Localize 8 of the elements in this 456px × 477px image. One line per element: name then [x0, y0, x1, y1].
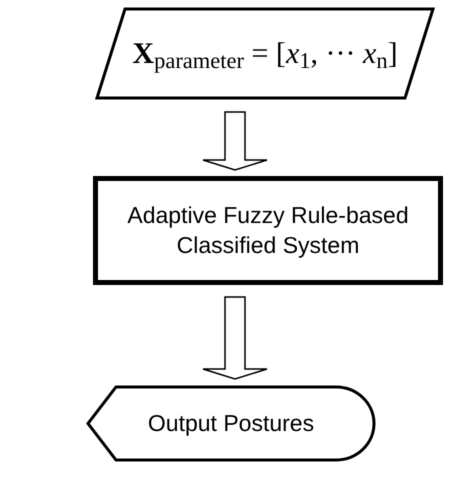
node-text: Output Postures: [146, 408, 316, 438]
input-parallelogram: [95, 7, 435, 100]
process-box: [93, 176, 443, 285]
display-shape: [86, 385, 376, 462]
block-arrow: [202, 296, 268, 380]
formula-text: X$_{parameter}$ = [x$_{1}$, ··· x$_{n}$]: [132, 36, 398, 72]
node-text: Adaptive Fuzzy Rule-based Classified System: [126, 200, 410, 260]
block-arrow: [202, 111, 268, 171]
